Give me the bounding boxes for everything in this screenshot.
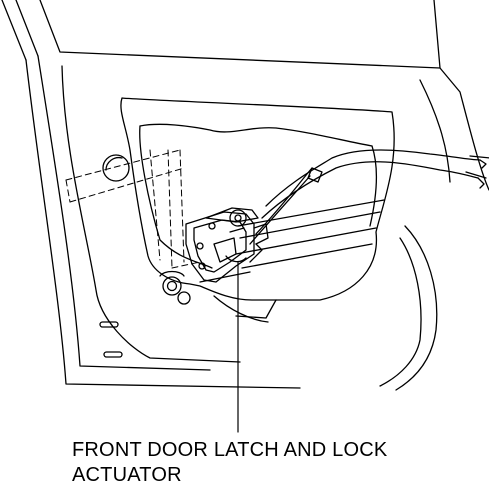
callout-label-line-2: ACTUATOR [72, 464, 182, 486]
door-window-frame [1, 0, 441, 69]
callout-label: FRONT DOOR LATCH AND LOCK ACTUATOR [72, 438, 472, 488]
callout-label-line-1: FRONT DOOR LATCH AND LOCK [72, 439, 388, 461]
striker-bolt [159, 270, 191, 305]
door-edge-slots [99, 321, 123, 358]
latch-actuator-assembly [185, 207, 269, 283]
inner-door-panel [120, 97, 395, 323]
door-outer-panel [25, 55, 489, 391]
dashed-reference-lines [65, 149, 201, 269]
grommet-hole [102, 154, 130, 182]
